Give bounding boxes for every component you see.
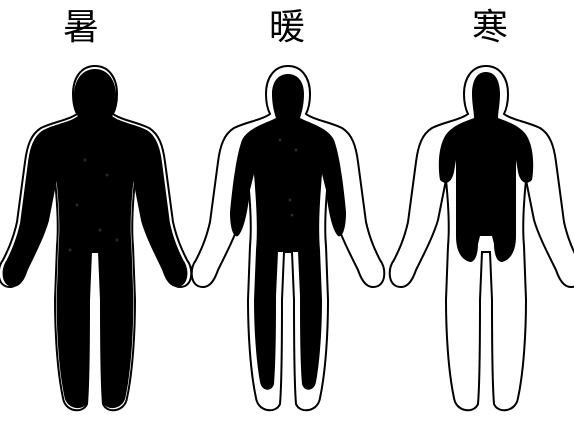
figure-cold — [390, 66, 574, 410]
figure-hot — [0, 66, 191, 410]
figure-warm — [192, 66, 385, 410]
core-region — [230, 74, 346, 390]
